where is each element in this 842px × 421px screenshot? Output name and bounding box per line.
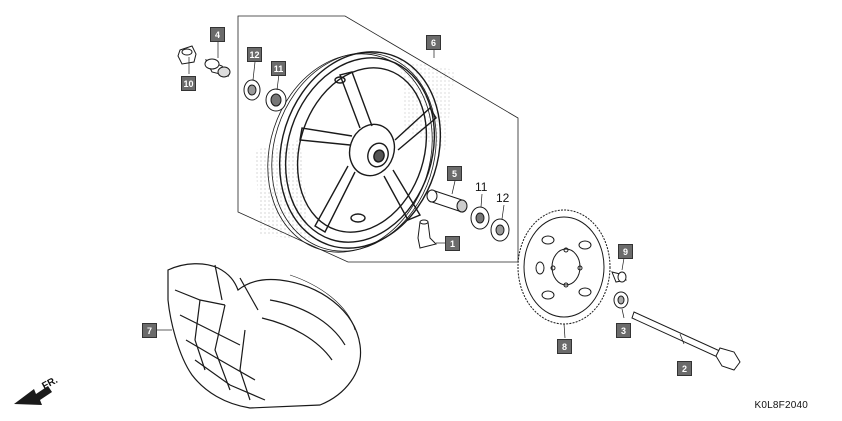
nut-part-10 bbox=[177, 45, 197, 65]
spacer-part-5 bbox=[426, 189, 468, 213]
callout-1: 1 bbox=[445, 236, 460, 251]
callout-12: 12 bbox=[247, 47, 262, 62]
seal-part-12-right bbox=[490, 218, 510, 242]
wheel-rim bbox=[267, 51, 442, 253]
front-direction-arrow bbox=[14, 386, 52, 405]
collar-part-3 bbox=[613, 291, 629, 309]
drawing-code: K0L8F2040 bbox=[754, 400, 808, 411]
stipple-area-right bbox=[400, 60, 455, 150]
callout-9: 9 bbox=[618, 244, 633, 259]
callout-4: 4 bbox=[210, 27, 225, 42]
seal-part-12-left bbox=[243, 79, 261, 101]
bolt-part-9 bbox=[611, 271, 628, 283]
callout-11: 11 bbox=[271, 61, 286, 76]
collar-part-4 bbox=[204, 58, 231, 78]
brake-disc bbox=[517, 209, 611, 325]
callout-3: 3 bbox=[616, 323, 631, 338]
assembly-outline bbox=[237, 15, 519, 263]
callout-10: 10 bbox=[181, 76, 196, 91]
callout-6: 6 bbox=[426, 35, 441, 50]
bearing-part-11-right bbox=[470, 206, 490, 230]
callout-8: 8 bbox=[557, 339, 572, 354]
label-12-plain: 12 bbox=[496, 191, 510, 205]
leader-lines bbox=[157, 42, 685, 345]
callout-5: 5 bbox=[447, 166, 462, 181]
label-11-plain: 11 bbox=[475, 180, 488, 194]
callout-7: 7 bbox=[142, 323, 157, 338]
valve-part-1 bbox=[417, 219, 437, 249]
axle-part-2 bbox=[631, 311, 741, 371]
callout-2: 2 bbox=[677, 361, 692, 376]
bearing-part-11-left bbox=[265, 88, 287, 112]
tire bbox=[167, 263, 362, 409]
